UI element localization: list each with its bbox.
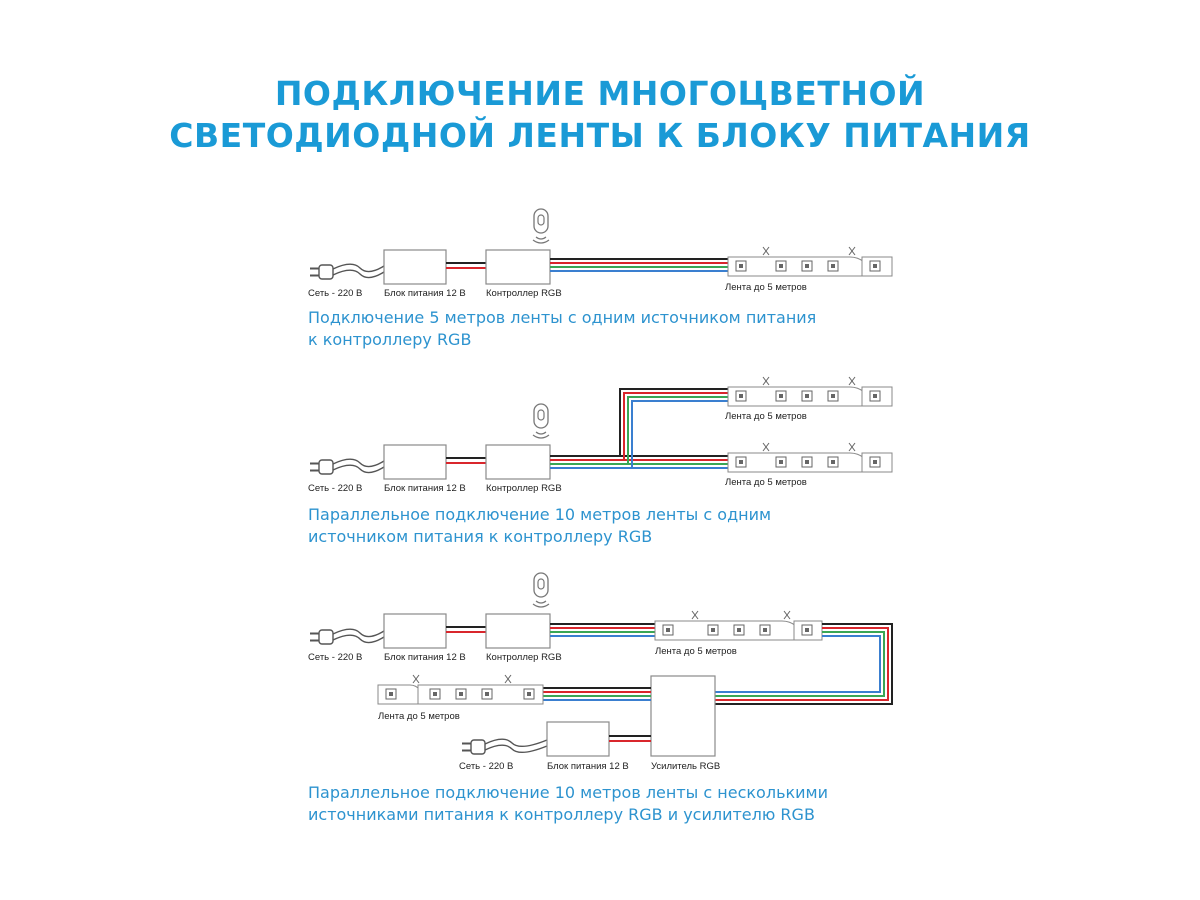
- label-strip: Лента до 5 метров: [725, 411, 807, 422]
- caption-1-line-2: к контроллеру RGB: [308, 330, 472, 349]
- diagram-1: Сеть - 220 В Блок питания 12 В Контролле…: [308, 208, 893, 299]
- label-strip: Лента до 5 метров: [378, 711, 460, 722]
- label-controller: Контроллер RGB: [486, 483, 562, 494]
- controller-box: [485, 613, 551, 649]
- page-title-line-1: ПОДКЛЮЧЕНИЕ МНОГОЦВЕТНОЙ: [274, 74, 926, 113]
- diagram-3: Сеть - 220 В Блок питания 12 В Контролле…: [308, 572, 893, 772]
- remote-icon: [532, 572, 550, 608]
- label-psu: Блок питания 12 В: [384, 652, 466, 663]
- diagram-2: Сеть - 220 В Блок питания 12 В Контролле…: [308, 376, 893, 494]
- led-strip: [727, 246, 893, 277]
- label-psu: Блок питания 12 В: [384, 288, 466, 299]
- caption-2-line-1: Параллельное подключение 10 метров ленты…: [308, 505, 772, 524]
- caption-3-line-1: Параллельное подключение 10 метров ленты…: [308, 783, 829, 802]
- label-psu: Блок питания 12 В: [547, 761, 629, 772]
- led-strip: [377, 674, 544, 705]
- label-strip: Лента до 5 метров: [725, 477, 807, 488]
- label-amplifier: Усилитель RGB: [651, 761, 720, 772]
- label-mains: Сеть - 220 В: [308, 652, 362, 663]
- power-supply-box: [383, 444, 447, 480]
- led-strip: [727, 376, 893, 407]
- caption-1-line-1: Подключение 5 метров ленты с одним источ…: [308, 308, 817, 327]
- power-supply-box: [383, 249, 447, 285]
- caption-2-line-2: источником питания к контроллеру RGB: [308, 527, 653, 546]
- power-supply-box: [546, 721, 610, 757]
- plug-icon: [309, 459, 334, 475]
- label-controller: Контроллер RGB: [486, 288, 562, 299]
- label-mains: Сеть - 220 В: [459, 761, 513, 772]
- led-strip: [727, 442, 893, 473]
- controller-box: [485, 444, 551, 480]
- led-strip: [654, 610, 823, 641]
- caption-3-line-2: источниками питания к контроллеру RGB и …: [308, 805, 815, 824]
- label-mains: Сеть - 220 В: [308, 288, 362, 299]
- label-strip: Лента до 5 метров: [725, 282, 807, 293]
- label-psu: Блок питания 12 В: [384, 483, 466, 494]
- label-mains: Сеть - 220 В: [308, 483, 362, 494]
- label-strip: Лента до 5 метров: [655, 646, 737, 657]
- remote-icon: [532, 403, 550, 439]
- label-controller: Контроллер RGB: [486, 652, 562, 663]
- power-supply-box: [383, 613, 447, 649]
- page-title-line-2: СВЕТОДИОДНОЙ ЛЕНТЫ К БЛОКУ ПИТАНИЯ: [169, 116, 1031, 155]
- plug-icon: [309, 264, 334, 280]
- amplifier-box: [650, 675, 716, 757]
- remote-icon: [532, 208, 550, 244]
- plug-icon: [309, 629, 334, 645]
- plug-icon: [461, 739, 486, 755]
- controller-box: [485, 249, 551, 285]
